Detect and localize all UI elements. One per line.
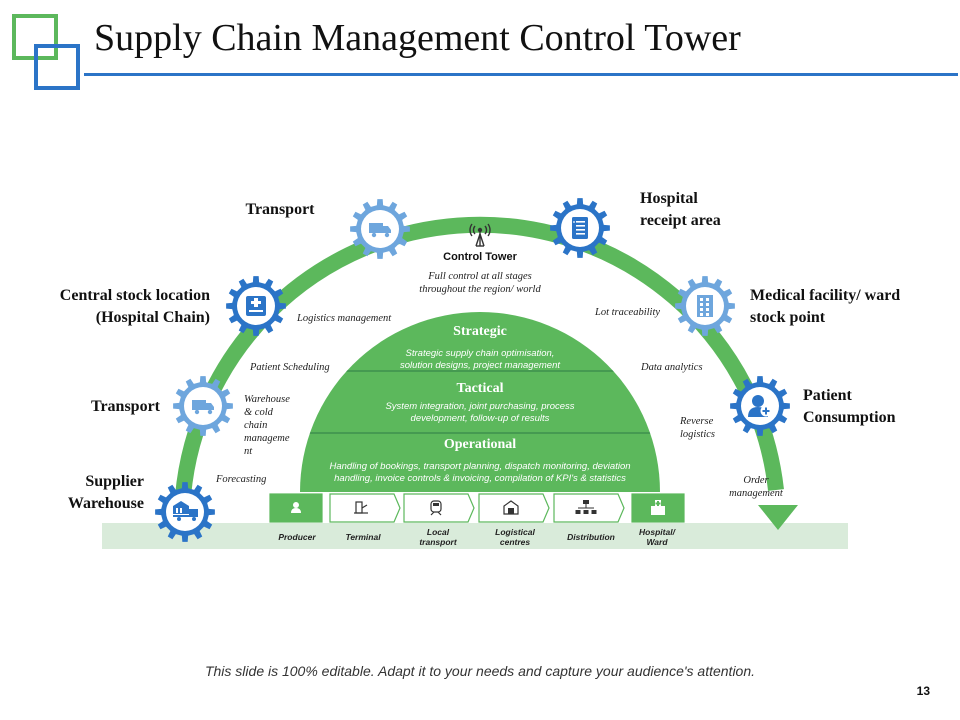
node-label-transport-left: Transport — [90, 398, 160, 415]
logo-square-blue — [34, 44, 80, 90]
arc-node-0[interactable] — [155, 482, 215, 542]
annotation-order-management: Order management — [729, 475, 783, 499]
flow-step-2 — [403, 493, 475, 523]
node-label-central-stock: Central stock location (Hospital Chain) — [59, 287, 210, 326]
control-tower-label: Control Tower — [443, 251, 517, 263]
warehouse-icon — [503, 500, 519, 515]
annotation-logistics-management: Logistics management — [297, 313, 392, 324]
page-title: Supply Chain Management Control Tower — [94, 17, 741, 59]
hospital-building-icon — [651, 500, 665, 515]
footer-text: This slide is 100% editable. Adapt it to… — [204, 663, 756, 679]
tier-tactical-title: Tactical — [456, 381, 504, 396]
page-number: 13 — [916, 684, 930, 698]
arc-arrowhead — [758, 505, 798, 530]
flow-step-4 — [553, 493, 625, 523]
tier-strategic-title: Strategic — [453, 324, 507, 339]
node-label-patient-consumption: Patient Consumption — [803, 387, 896, 426]
arc-node-1[interactable] — [173, 376, 233, 436]
node-label-medical-facility: Medical facility/ ward stock point — [750, 287, 901, 326]
flow-steps — [269, 493, 685, 523]
flow-step-1 — [329, 493, 401, 523]
receipt-icon — [572, 217, 588, 239]
flow-step-0 — [269, 493, 323, 523]
annotation-forecasting: Forecasting — [216, 474, 267, 485]
tier-operational-description: Handling of bookings, transport planning… — [329, 461, 631, 484]
control-tower-description: Full control at all stages throughout th… — [419, 271, 541, 295]
flow-label-logistical-centres: Logistical centres — [495, 527, 535, 547]
truck-icon — [369, 223, 391, 238]
flow-label-hospital-ward: Hospital/ Ward — [639, 527, 675, 547]
flow-label-producer: Producer — [278, 532, 316, 542]
node-label-transport-top: Transport — [245, 201, 315, 218]
arc-node-3[interactable] — [350, 199, 410, 259]
annotation-reverse-logistics: Reverse logistics — [680, 416, 716, 440]
warehouse-truck-icon — [173, 501, 198, 521]
annotation-lot-traceability: Lot traceability — [595, 307, 661, 318]
patient-icon — [748, 395, 772, 417]
bottom-band — [102, 523, 848, 549]
terminal-icon — [354, 501, 368, 514]
node-label-supplier-warehouse: Supplier Warehouse — [67, 473, 144, 512]
train-icon — [430, 500, 442, 516]
flow-label-terminal: Terminal — [345, 532, 381, 542]
arc-node-5[interactable] — [675, 276, 735, 336]
antenna-tower-icon — [469, 223, 491, 247]
node-label-hospital-receipt: Hospital receipt area — [640, 190, 721, 229]
tier-tactical-description: System integration, joint purchasing, pr… — [385, 401, 575, 424]
person-icon — [291, 502, 301, 513]
truck-icon — [192, 400, 214, 415]
arc-node-4[interactable] — [550, 198, 610, 258]
arc-node-6[interactable] — [730, 376, 790, 436]
hierarchy-icon — [575, 500, 597, 514]
hospital-icon — [246, 296, 266, 316]
annotation-warehouse-cold-chain: Warehouse & cold chain manageme nt — [244, 394, 290, 457]
title-underline — [84, 73, 958, 76]
flow-label-distribution: Distribution — [567, 532, 615, 542]
annotation-data-analytics: Data analytics — [641, 362, 703, 373]
tier-strategic-description: Strategic supply chain optimisation, sol… — [399, 348, 560, 371]
arc-node-2[interactable] — [226, 276, 286, 336]
tier-operational-title: Operational — [443, 437, 517, 452]
flow-step-3 — [478, 493, 550, 523]
flow-label-local-transport: Local transport — [419, 527, 457, 547]
supply-chain-arc — [174, 216, 784, 513]
building-icon — [697, 295, 713, 317]
annotation-patient-scheduling: Patient Scheduling — [250, 362, 330, 373]
flow-step-5 — [631, 493, 685, 523]
